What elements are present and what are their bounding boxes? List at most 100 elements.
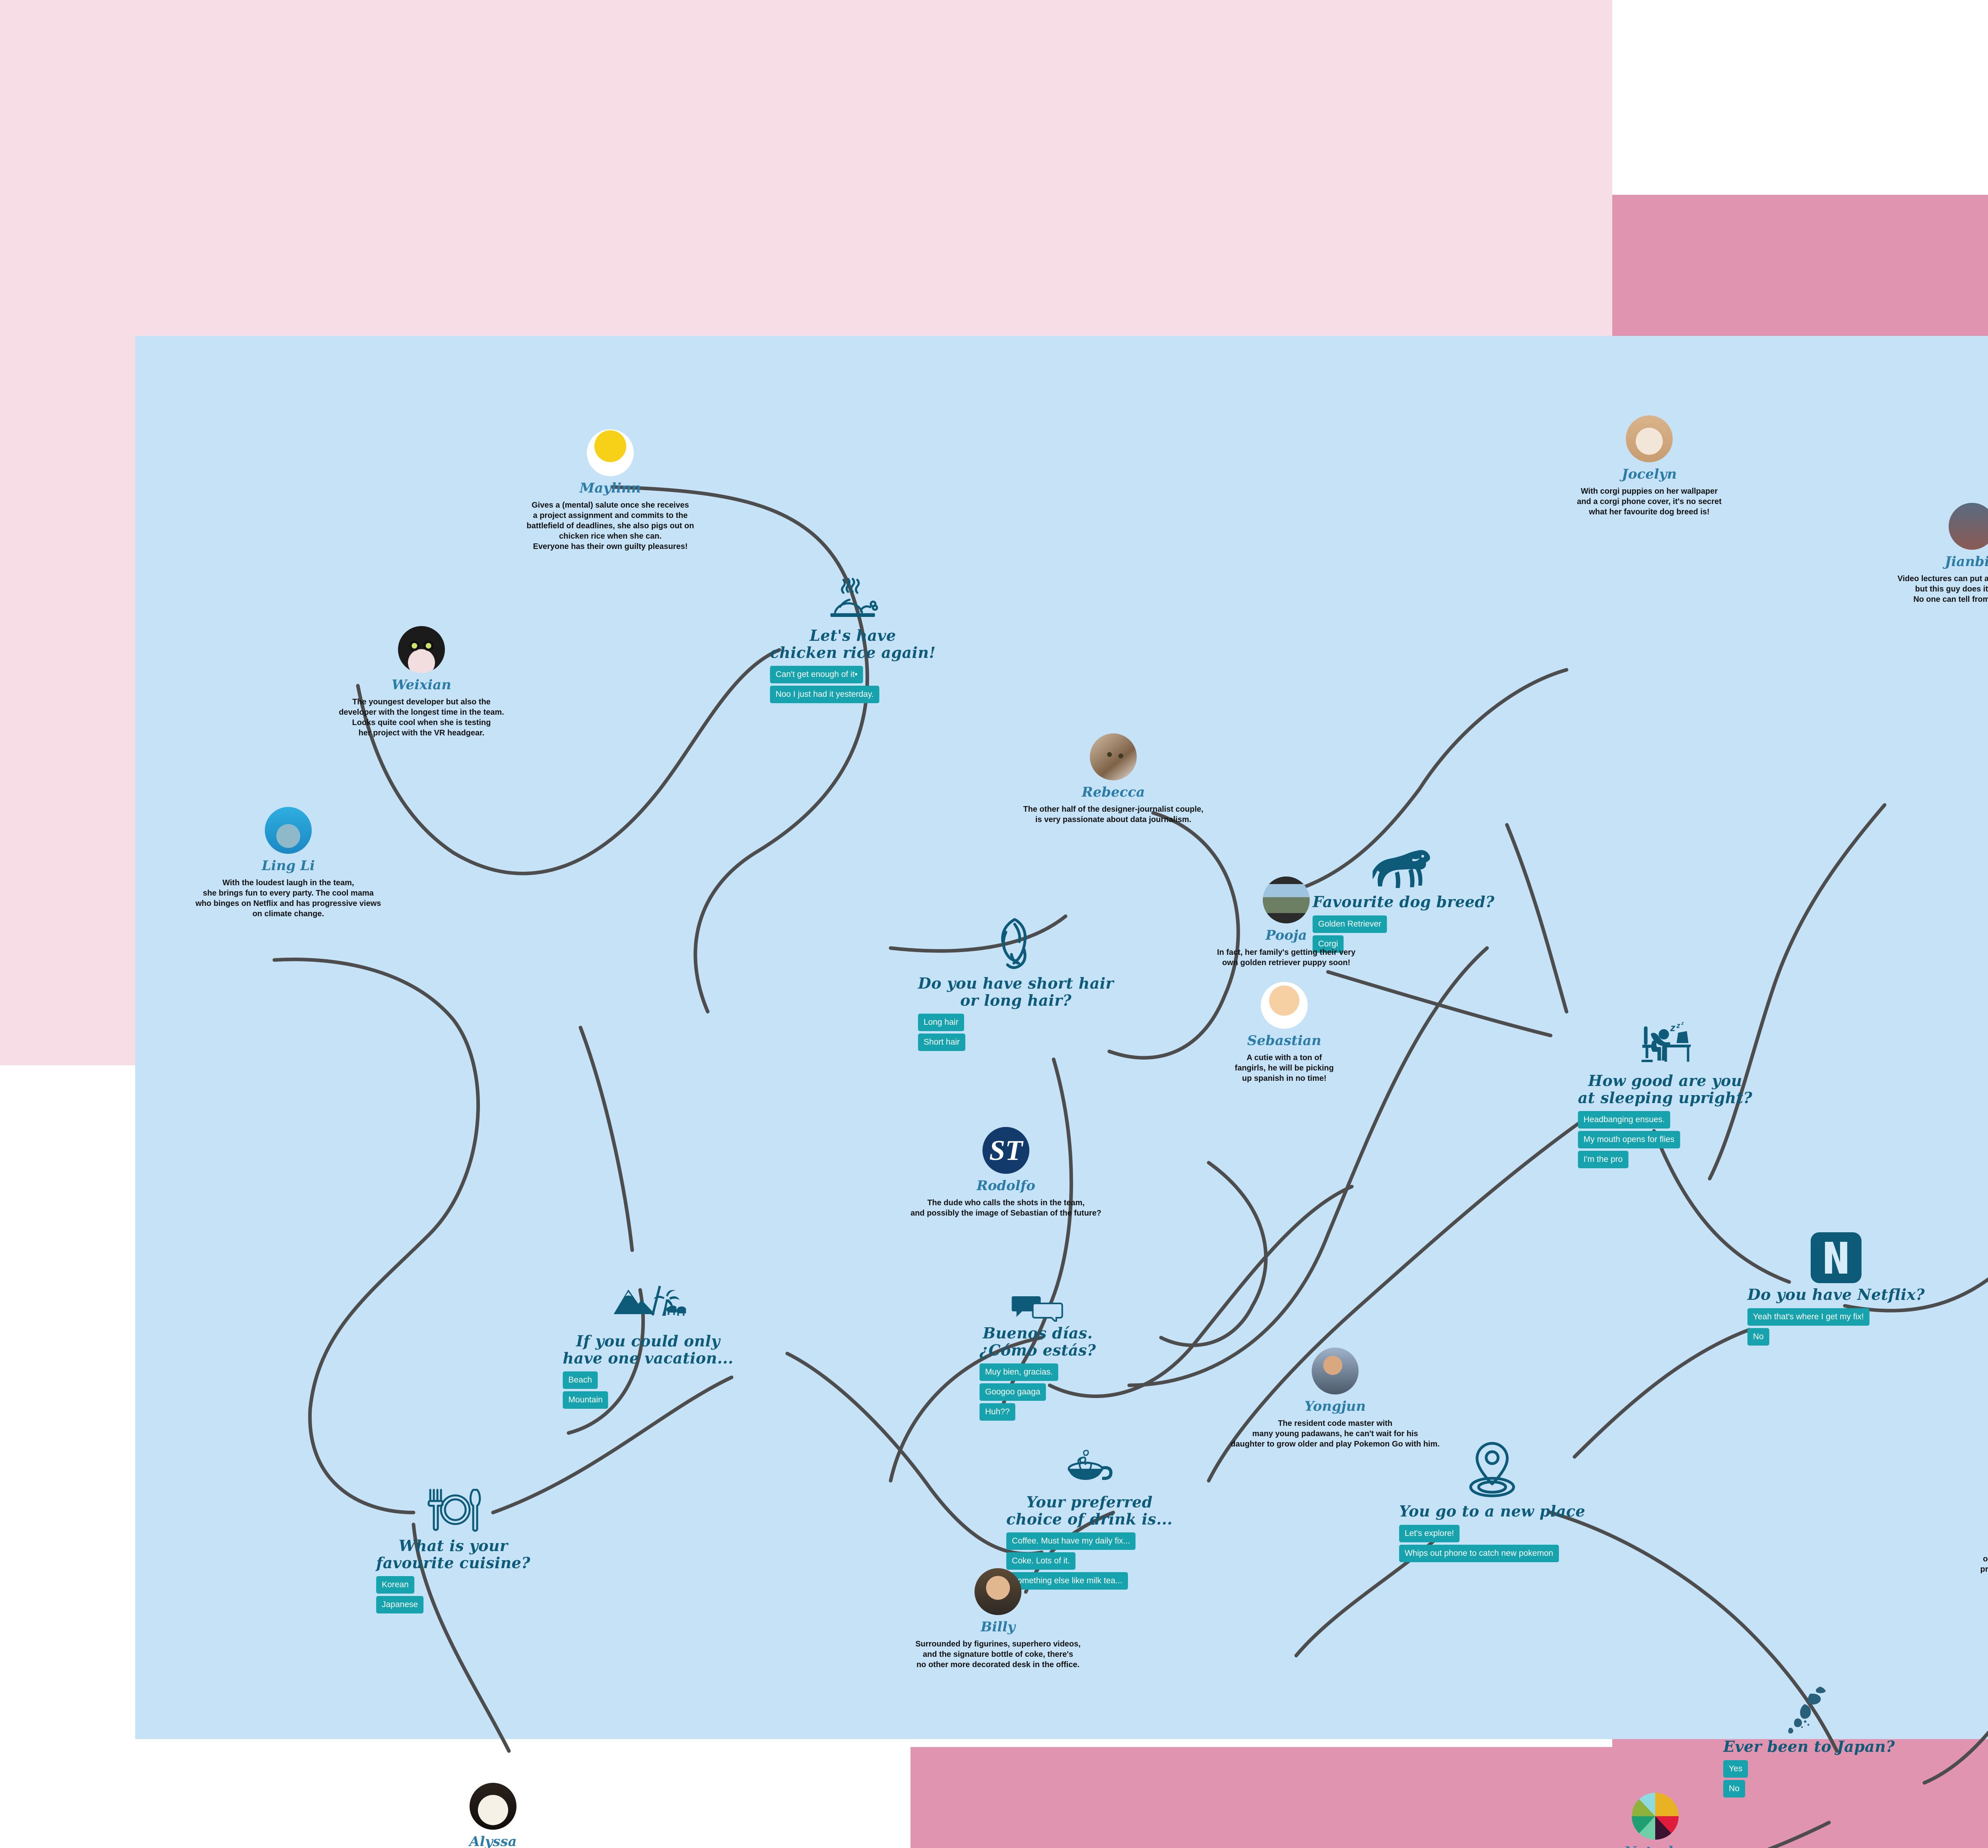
steaming-roast-chicken-icon — [831, 578, 878, 617]
question-title: What is your favourite cuisine? — [376, 1537, 530, 1572]
option-chip[interactable]: Yes — [1723, 1760, 1748, 1778]
option-chip[interactable]: My mouth opens for flies — [1578, 1131, 1680, 1149]
person-description: Surrounded by figurines, superhero video… — [915, 1640, 1081, 1669]
option-chip[interactable]: Short hair — [918, 1034, 965, 1051]
option-chip[interactable]: Huh?? — [979, 1403, 1015, 1421]
person-card-maylinn[interactable]: Maylinn Gives a (mental) salute once she… — [507, 429, 714, 552]
person-name: Maylinn — [579, 480, 641, 496]
option-chip[interactable]: Something else like milk tea... — [1006, 1572, 1128, 1590]
question-node-vacation[interactable]: If you could only have one vacation... B… — [563, 1284, 733, 1409]
person-card-rodolfo[interactable]: ST Rodolfo The dude who calls the shots … — [903, 1127, 1109, 1218]
person-card-alyssa[interactable]: Alyssa A beach babe who loves to explore… — [390, 1783, 596, 1848]
option-chip[interactable]: Corgi — [1312, 935, 1344, 953]
question-title: You go to a new place — [1399, 1502, 1586, 1520]
option-chip[interactable]: Long hair — [918, 1014, 964, 1032]
option-list: Yeah that's where I get my fix! No — [1747, 1308, 1925, 1346]
question-node-netflix[interactable]: Do you have Netflix? Yeah that's where I… — [1747, 1232, 1925, 1346]
japan-map-icon — [1788, 1687, 1826, 1734]
person-description: The youngest developer but also the deve… — [339, 698, 504, 737]
mountain-slash-palm-beach-icon — [613, 1286, 686, 1316]
person-name: Rodolfo — [977, 1178, 1035, 1194]
person-name: Billy — [980, 1619, 1015, 1635]
tabby-cat-avatar — [1090, 733, 1137, 780]
person-description: With corgi puppies on her wallpaper and … — [1577, 487, 1722, 516]
option-chip[interactable]: Googoo gaaga — [979, 1383, 1046, 1401]
netflix-n-icon — [1811, 1232, 1862, 1283]
man-with-owl-avatar — [975, 1568, 1021, 1615]
person-card-jocelyn[interactable]: Jocelyn With corgi puppies on her wallpa… — [1546, 415, 1753, 517]
option-chip[interactable]: Mountain — [563, 1391, 608, 1409]
question-node-chicken-rice[interactable]: Let's have chicken rice again! Can't get… — [770, 576, 936, 704]
person-description: We all have to say, the only one in the … — [1980, 1555, 1988, 1574]
person-card-weixian[interactable]: Weixian The youngest developer but also … — [318, 626, 525, 738]
person-description: The other half of the designer-journalis… — [1023, 805, 1204, 824]
question-node-hair[interactable]: Do you have short hair or long hair? Lon… — [918, 916, 1114, 1051]
option-list: Coffee. Must have my daily fix... Coke. … — [1006, 1532, 1173, 1590]
person-description: The dude who calls the shots in the team… — [910, 1198, 1102, 1218]
option-chip[interactable]: No — [1723, 1780, 1745, 1798]
option-chip[interactable]: Coke. Lots of it. — [1006, 1552, 1076, 1570]
question-node-spanish-greeting[interactable]: Buenos días. ¿Cómo estás? Muy bien, grac… — [979, 1294, 1096, 1421]
option-chip[interactable]: Muy bien, gracias. — [979, 1363, 1058, 1381]
option-chip[interactable]: Japanese — [376, 1596, 424, 1614]
question-title: Ever been to Japan? — [1723, 1737, 1895, 1755]
svg-text:z: z — [1676, 1022, 1680, 1030]
question-title: Do you have short hair or long hair? — [918, 974, 1114, 1009]
person-description: Gives a (mental) salute once she receive… — [526, 501, 694, 551]
option-chip[interactable]: Can't get enough of it• — [770, 666, 863, 684]
option-chip[interactable]: Yeah that's where I get my fix! — [1747, 1308, 1870, 1326]
option-list: Let's explore! Whips out phone to catch … — [1399, 1524, 1585, 1562]
option-chip[interactable]: Noo I just had it yesterday. — [770, 686, 879, 704]
person-card-danny[interactable]: Danny We all have to say, the only one i… — [1930, 1473, 1988, 1575]
person-card-natasha[interactable]: Natasha With a smile on her face and the… — [1552, 1793, 1759, 1848]
person-card-rebecca[interactable]: Rebecca The other half of the designer-j… — [1010, 733, 1217, 825]
person-name: Pooja — [1265, 927, 1307, 943]
question-node-new-place[interactable]: You go to a new place Let's explore! Whi… — [1399, 1440, 1585, 1562]
question-title: How good are you at sleeping upright? — [1578, 1072, 1753, 1107]
option-chip[interactable]: Golden Retriever — [1312, 915, 1387, 933]
map-pin-icon — [1469, 1442, 1515, 1497]
person-name: Alyssa — [469, 1834, 517, 1848]
person-name: Ling Li — [262, 858, 315, 874]
golden-retriever-dog-icon — [1373, 850, 1431, 888]
question-title: Do you have Netflix? — [1747, 1286, 1925, 1303]
option-list: Beach Mountain — [563, 1371, 733, 1409]
person-card-sebastian[interactable]: Sebastian A cutie with a ton of fangirls… — [1213, 982, 1356, 1084]
person-card-yongjun[interactable]: Yongjun The resident code master with ma… — [1208, 1348, 1462, 1449]
person-name: Yongjun — [1304, 1398, 1366, 1414]
option-chip[interactable]: Whips out phone to catch new pokemon — [1399, 1544, 1559, 1562]
question-title: Your preferred choice of drink is... — [1006, 1493, 1173, 1528]
option-chip[interactable]: Beach — [563, 1371, 598, 1389]
person-name: Sebastian — [1247, 1033, 1322, 1049]
svg-text:z: z — [1681, 1022, 1684, 1026]
option-chip[interactable]: Headbanging ensues. — [1578, 1111, 1670, 1129]
option-chip[interactable]: No — [1747, 1328, 1769, 1346]
question-node-dog-breed[interactable]: Favourite dog breed? Golden Retriever Co… — [1312, 847, 1495, 953]
option-list: Long hair Short hair — [918, 1014, 1114, 1051]
dolphin-avatar — [265, 807, 312, 854]
question-node-japan[interactable]: Ever been to Japan? Yes No — [1723, 1683, 1895, 1798]
person-name: Weixian — [392, 677, 451, 693]
option-chip[interactable]: Korean — [376, 1576, 414, 1594]
person-card-jianbin[interactable]: Jianbin Video lectures can put anyone to… — [1869, 503, 1988, 605]
person-description: A cutie with a ton of fangirls, he will … — [1235, 1053, 1334, 1083]
straits-times-logo-avatar: ST — [982, 1127, 1029, 1174]
person-name: Jocelyn — [1621, 466, 1677, 482]
option-chip[interactable]: Coffee. Must have my daily fix... — [1006, 1532, 1136, 1550]
person-card-lingli[interactable]: Ling Li With the loudest laugh in the te… — [185, 807, 392, 919]
background-band-dark-pink-lower — [911, 1747, 1928, 1848]
option-list: Golden Retriever Corgi — [1312, 915, 1495, 953]
question-title: If you could only have one vacation... — [563, 1332, 734, 1367]
question-node-drink[interactable]: Your preferred choice of drink is... Cof… — [1006, 1449, 1173, 1590]
minion-avatar — [587, 429, 634, 476]
option-chip[interactable]: Let's explore! — [1399, 1524, 1460, 1542]
person-card-billy[interactable]: Billy Surrounded by figurines, superhero… — [895, 1568, 1101, 1670]
option-list: Muy bien, gracias. Googoo gaaga Huh?? — [979, 1363, 1096, 1421]
question-node-cuisine[interactable]: What is your favourite cuisine? Korean J… — [376, 1487, 530, 1614]
option-chip[interactable]: I'm the pro — [1578, 1151, 1629, 1169]
flowing-hair-icon — [1001, 918, 1027, 969]
question-node-sleeping-upright[interactable]: z z z How good are you at — [1578, 1022, 1753, 1169]
colour-wheel-avatar — [1632, 1793, 1679, 1840]
person-card-pooja[interactable]: Pooja In fact, her family's getting thei… — [1183, 876, 1390, 968]
